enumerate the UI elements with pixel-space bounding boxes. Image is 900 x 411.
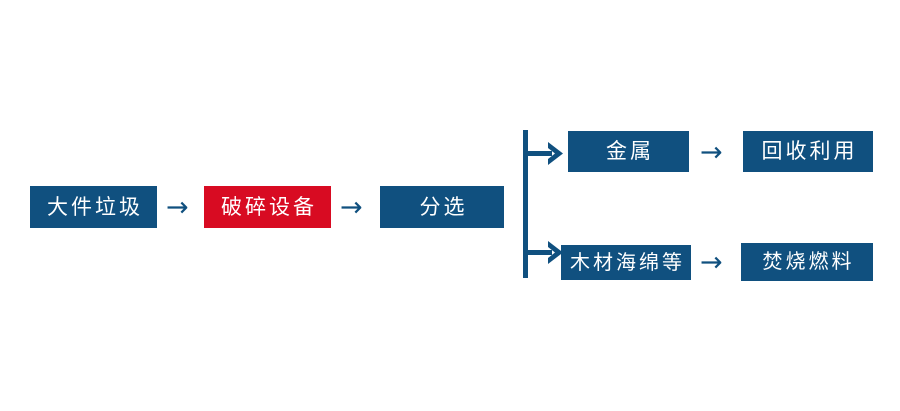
arrow-right-icon-wood-to-fuel: →	[700, 247, 723, 278]
connector-vertical-line	[523, 130, 528, 278]
node-waste[interactable]: 大件垃圾	[30, 186, 157, 228]
branch-split-connector-svg	[523, 130, 563, 278]
node-metal[interactable]: 金属	[568, 131, 689, 172]
node-crusher[interactable]: 破碎设备	[204, 186, 331, 228]
arrow-right-icon-waste-to-crusher: →	[166, 192, 189, 223]
node-incineration-fuel[interactable]: 焚烧燃料	[741, 243, 873, 281]
node-recycle[interactable]: 回收利用	[743, 131, 873, 172]
connector-lower-stub	[528, 250, 552, 255]
arrow-right-icon-crusher-to-sorting: →	[340, 192, 363, 223]
arrow-right-icon-metal-to-recycle: →	[700, 137, 723, 168]
node-sorting[interactable]: 分选	[380, 186, 504, 228]
arrow-head-upper-icon	[548, 142, 563, 165]
connector-upper-stub	[528, 151, 552, 156]
node-wood-sponge[interactable]: 木材海绵等	[561, 245, 691, 280]
arrow-head-lower-icon	[548, 241, 563, 264]
branch-split-connector	[518, 126, 578, 282]
